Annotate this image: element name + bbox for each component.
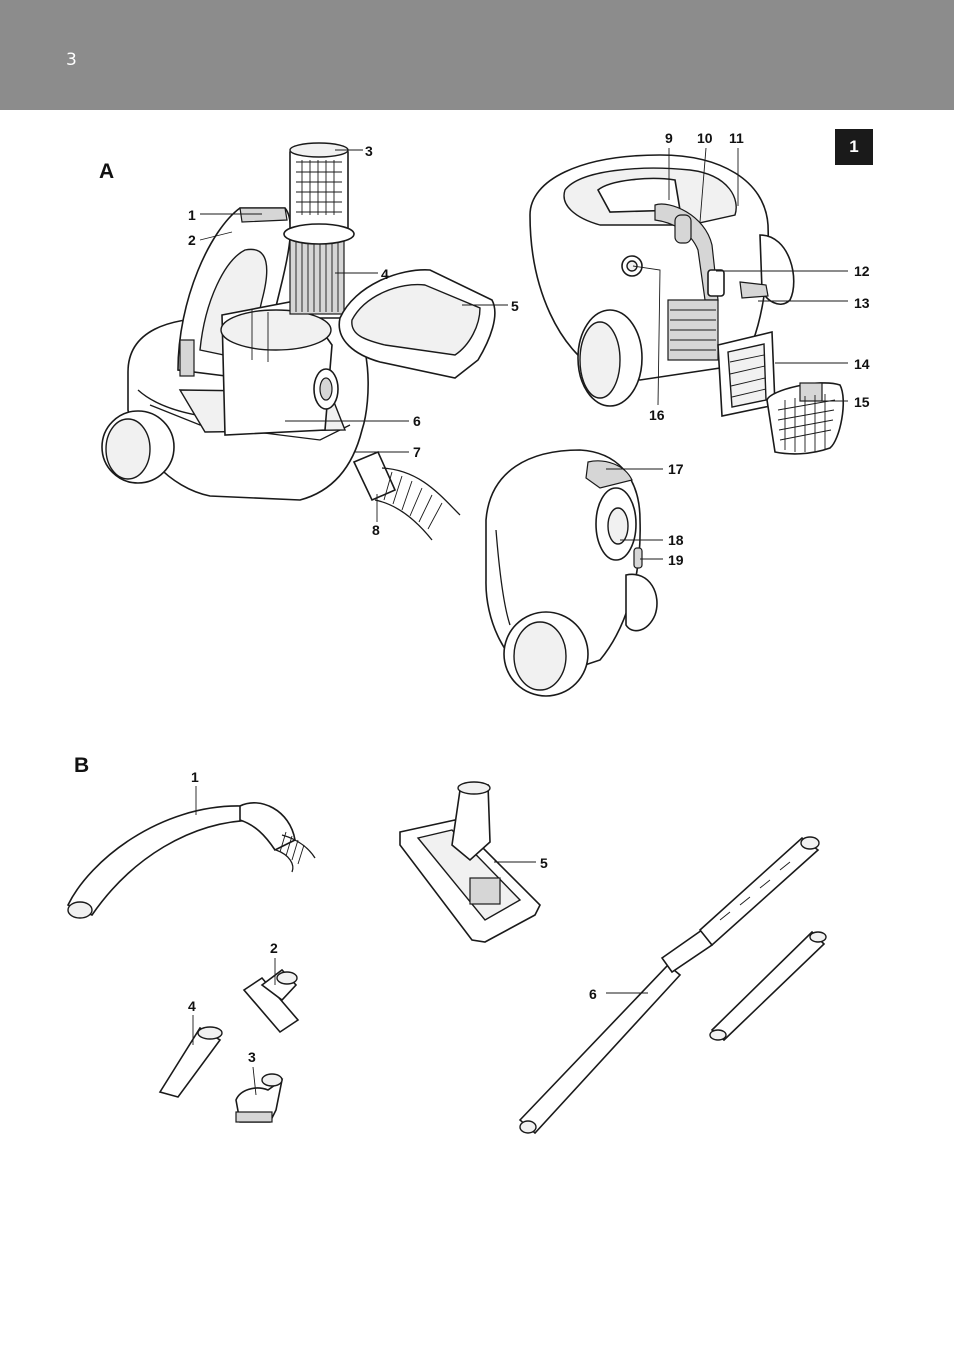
filter-15-mesh (777, 394, 836, 452)
callout-b-2: 2 (270, 940, 278, 956)
floor-nozzle-drawing (399, 781, 541, 943)
callout-a-5: 5 (511, 298, 519, 314)
callout-a-10: 10 (697, 130, 713, 146)
callout-a-6: 6 (413, 413, 421, 429)
callout-a-4: 4 (381, 266, 389, 282)
filter-pleats (295, 240, 339, 312)
figure-b-letter: B (74, 754, 90, 777)
callout-a-7: 7 (413, 444, 421, 460)
hose-ribs (383, 471, 443, 530)
callout-a-1: 1 (188, 207, 196, 223)
hose-b-ribs (279, 831, 305, 865)
upholstery-nozzle-drawing (242, 968, 300, 1034)
callout-lines-a-right (632, 147, 848, 406)
callout-a-12: 12 (854, 263, 870, 279)
filter-14-lines (729, 354, 767, 398)
callout-lines-a-side (606, 468, 663, 560)
callout-a-9: 9 (665, 130, 673, 146)
crevice-tool-drawing (158, 1026, 223, 1098)
filter-grid (296, 160, 342, 215)
section-badge: 1 (835, 129, 873, 165)
hose-handle-drawing (66, 802, 316, 919)
telescopic-tube-drawing (518, 836, 827, 1135)
callout-a-11: 11 (729, 130, 744, 146)
callout-a-14: 14 (854, 356, 870, 372)
callout-a-13: 13 (854, 295, 870, 311)
dusting-brush-drawing (235, 1073, 284, 1123)
callout-b-1: 1 (191, 769, 199, 785)
callout-a-16: 16 (649, 407, 665, 423)
callout-a-19: 19 (668, 552, 684, 568)
callout-b-5: 5 (540, 855, 548, 871)
callout-a-18: 18 (668, 532, 684, 548)
callout-a-3: 3 (365, 143, 373, 159)
grille-lines (670, 309, 716, 351)
vacuum-side-drawing (485, 449, 658, 697)
callout-a-8: 8 (372, 522, 380, 538)
vacuum-open-drawing (101, 142, 496, 541)
callout-a-2: 2 (188, 232, 196, 248)
page-header: 3 (0, 0, 954, 110)
callout-line-b3 (252, 1066, 257, 1096)
callout-b-6: 6 (589, 986, 597, 1002)
figure-a-letter: A (99, 160, 115, 183)
callout-b-3: 3 (248, 1049, 256, 1065)
callout-lines-a-left (199, 149, 508, 522)
callout-a-17: 17 (668, 461, 684, 477)
callout-b-4: 4 (188, 998, 196, 1014)
page-number: 3 (66, 50, 77, 70)
callout-a-15: 15 (854, 394, 870, 410)
vacuum-rear-drawing (529, 154, 844, 455)
